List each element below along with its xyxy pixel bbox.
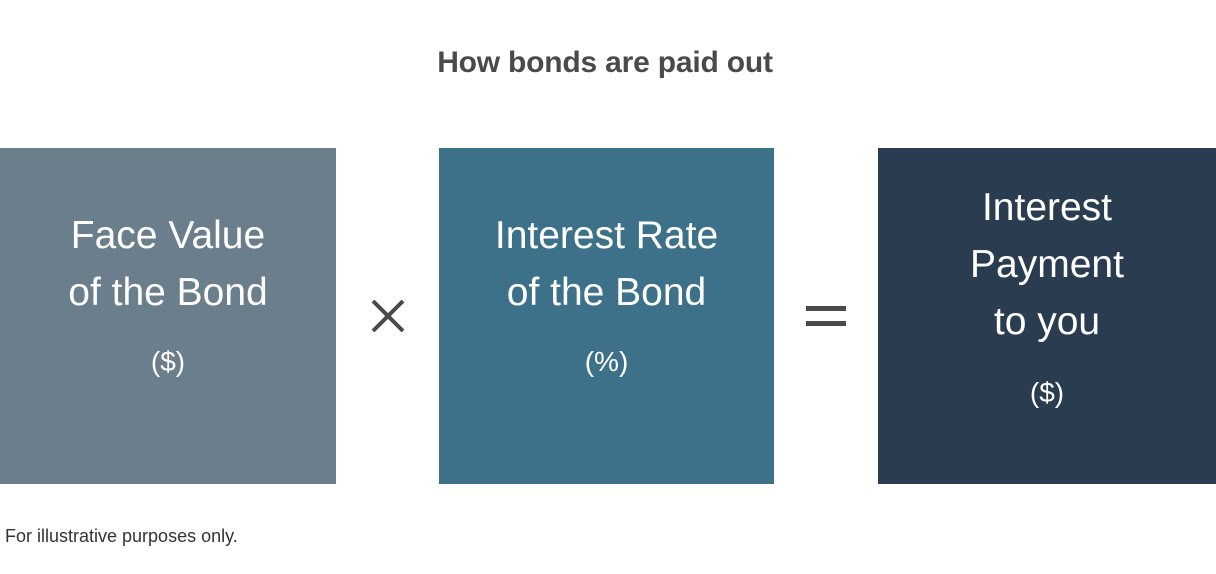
- term-label-line: of the Bond: [506, 271, 707, 314]
- term-label-line: Interest: [981, 186, 1113, 229]
- term-label-line: Payment: [970, 243, 1124, 286]
- footnote-disclaimer: For illustrative purposes only.: [5, 526, 238, 546]
- term-label-face-value: Face Value of the Bond: [0, 207, 336, 321]
- term-unit-interest-payment: ($): [1029, 377, 1065, 408]
- term-label-interest-rate: Interest Rate of the Bond: [439, 207, 774, 321]
- equals-icon: [804, 301, 848, 331]
- term-label-line: Face Value: [70, 214, 266, 257]
- operator-equals: [774, 148, 878, 484]
- term-label-line: Interest Rate: [494, 214, 719, 257]
- formula-row: Face Value of the Bond ($) Interest Rate…: [0, 148, 1216, 484]
- term-unit-interest-rate: (%): [584, 346, 629, 377]
- operator-multiply: [336, 148, 439, 484]
- multiply-icon: [368, 296, 408, 336]
- page-title: How bonds are paid out: [437, 46, 773, 79]
- term-label-line: of the Bond: [68, 271, 268, 314]
- formula-term-face-value: Face Value of the Bond ($): [0, 148, 336, 484]
- term-label-line: to you: [993, 300, 1101, 343]
- formula-term-interest-rate: Interest Rate of the Bond (%): [439, 148, 774, 484]
- term-unit-face-value: ($): [150, 346, 186, 377]
- term-label-interest-payment: Interest Payment to you: [878, 179, 1216, 350]
- formula-term-interest-payment: Interest Payment to you ($): [878, 148, 1216, 484]
